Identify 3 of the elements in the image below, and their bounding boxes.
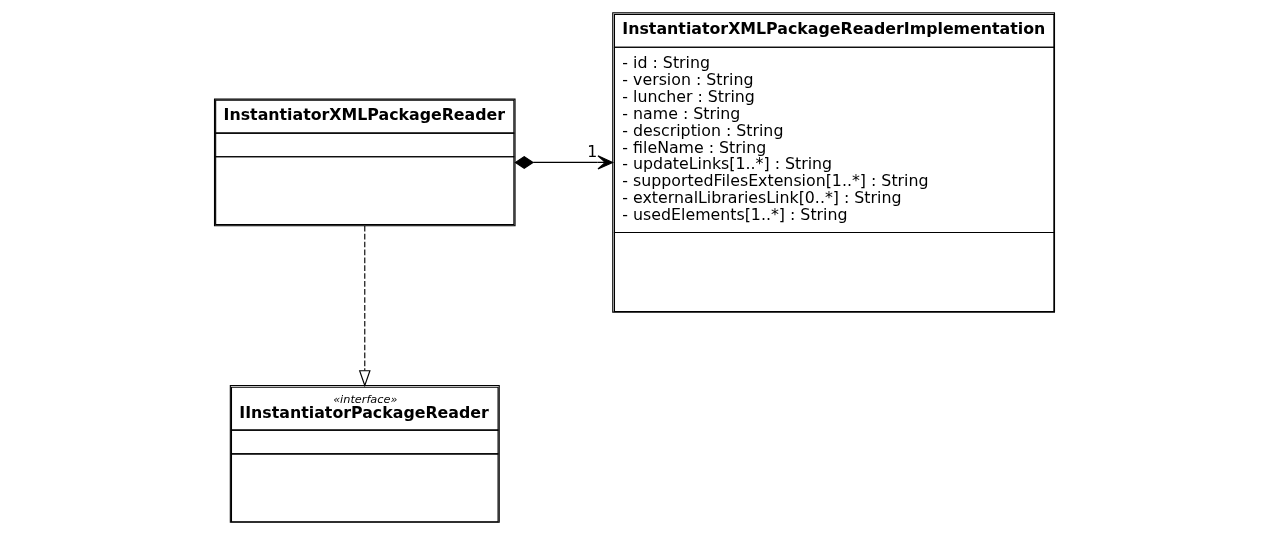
edge-label: 1 [586, 142, 597, 162]
arrow [513, 155, 613, 170]
arrow [358, 225, 371, 388]
